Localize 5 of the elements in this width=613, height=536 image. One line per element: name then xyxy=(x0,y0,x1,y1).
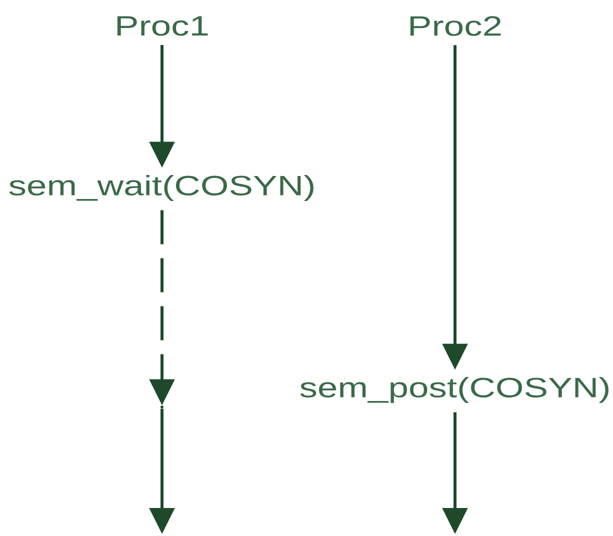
function-call-label: sem_post(COSYN) xyxy=(300,376,608,404)
junction-point xyxy=(160,406,164,408)
process-label: Proc2 xyxy=(410,16,501,36)
function-call-label: sem_wait(COSYN) xyxy=(9,174,314,202)
process-label: Proc1 xyxy=(117,16,208,36)
